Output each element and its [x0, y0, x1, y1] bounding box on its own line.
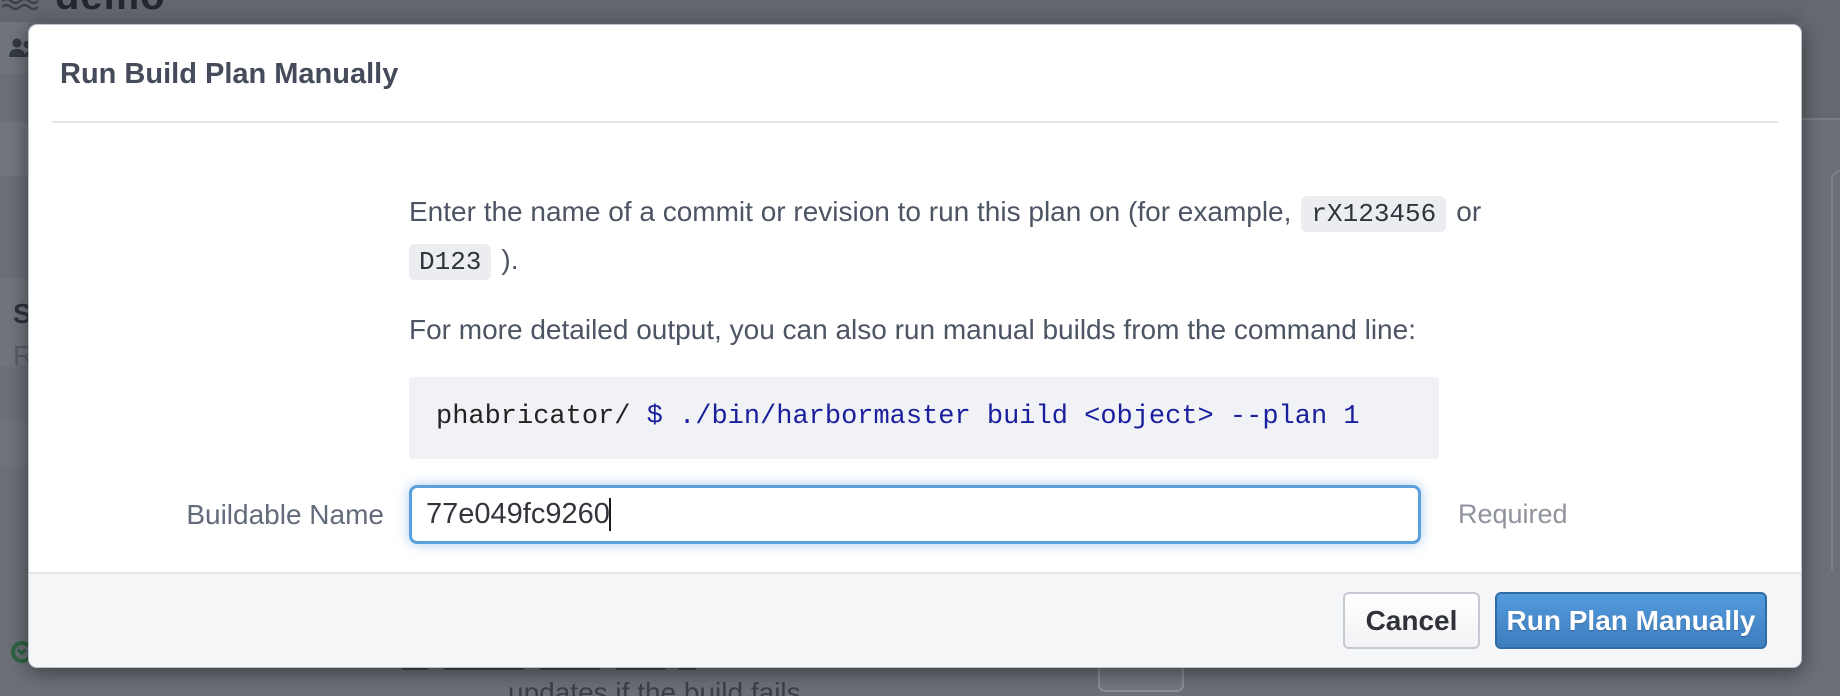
required-note: Required: [1458, 499, 1568, 529]
text-caret: [609, 498, 611, 531]
terminal-snippet: phabricator/ $ ./bin/harbormaster build …: [409, 377, 1439, 459]
background-band: [0, 278, 28, 366]
buildable-name-row: Buildable Name Required: [29, 485, 1801, 544]
dialog-title: Run Build Plan Manually: [60, 58, 399, 90]
background-band: [0, 420, 28, 466]
background-divider: [1802, 118, 1840, 120]
background-body-text: updates if the build fails: [508, 677, 801, 696]
run-build-plan-dialog: Run Build Plan Manually Enter the name o…: [28, 24, 1802, 668]
terminal-prompt: phabricator/: [436, 402, 647, 432]
waves-logo-icon: [1, 0, 40, 14]
dialog-divider: [52, 121, 1778, 123]
background-band: [1802, 0, 1840, 118]
buildable-name-input[interactable]: [409, 485, 1421, 544]
cancel-button[interactable]: Cancel: [1343, 592, 1480, 649]
terminal-command: $ ./bin/harbormaster build <object> --pl…: [646, 402, 1360, 432]
intro-paragraph: Enter the name of a commit or revision t…: [409, 189, 1801, 285]
buildable-name-label: Buildable Name: [186, 498, 384, 530]
background-header-bar: demo: [0, 0, 1840, 22]
dialog-body: Enter the name of a commit or revision t…: [29, 123, 1801, 544]
intro-text: ).: [501, 244, 519, 275]
revision-example-pill: D123: [409, 244, 492, 280]
cli-hint-paragraph: For more detailed output, you can also r…: [409, 314, 1416, 345]
background-band: [0, 22, 28, 74]
intro-text: Enter the name of a commit or revision t…: [409, 196, 1292, 227]
dialog-header: Run Build Plan Manually: [29, 25, 1801, 93]
background-text-fragment: S: [13, 298, 32, 329]
buildable-name-input-wrap: [409, 485, 1421, 544]
background-band: [0, 122, 28, 176]
dialog-footer: Cancel Run Plan Manually: [29, 572, 1801, 667]
background-page-title: demo: [55, 0, 355, 19]
background-panel-corner: [1831, 170, 1840, 570]
run-plan-manually-button[interactable]: Run Plan Manually: [1495, 592, 1767, 649]
intro-text: or: [1456, 196, 1482, 227]
commit-example-pill: rX123456: [1301, 196, 1447, 232]
